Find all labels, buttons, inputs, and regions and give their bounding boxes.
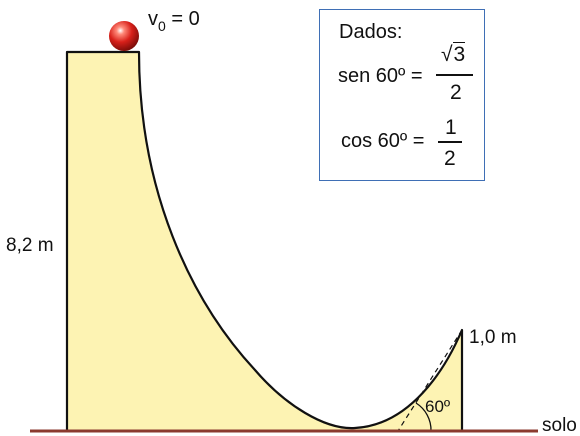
left-height-label: 8,2 m (6, 235, 54, 256)
tangent-line (397, 329, 463, 432)
sin-numerator: √3 (441, 42, 466, 66)
cos-denominator: 2 (444, 147, 456, 170)
v0-symbol: v (148, 8, 158, 30)
sin-denominator: 2 (450, 81, 462, 104)
cos-lhs: cos 60º = (341, 130, 425, 152)
cos-numerator: 1 (445, 116, 457, 139)
angle-arc (415, 402, 432, 432)
v0-subscript: 0 (158, 18, 166, 34)
ramp-body (65, 50, 464, 433)
v0-label: v0 = 0 (148, 8, 200, 33)
data-box-title: Dados: (339, 21, 403, 43)
right-height-label: 1,0 m (469, 327, 517, 348)
sin-numerator-value: 3 (452, 42, 466, 66)
ball (109, 21, 139, 51)
data-box: Dados: sen 60º = √3 2 cos 60º = 1 2 (319, 9, 485, 181)
v0-value: = 0 (171, 8, 200, 30)
sin-fraction-bar (436, 74, 473, 76)
angle-label: 60º (425, 397, 451, 416)
square-root-icon: √ (441, 43, 453, 66)
sin-lhs: sen 60º = (338, 65, 423, 87)
ground-label: solo (542, 415, 577, 436)
cos-fraction-bar (438, 141, 462, 143)
